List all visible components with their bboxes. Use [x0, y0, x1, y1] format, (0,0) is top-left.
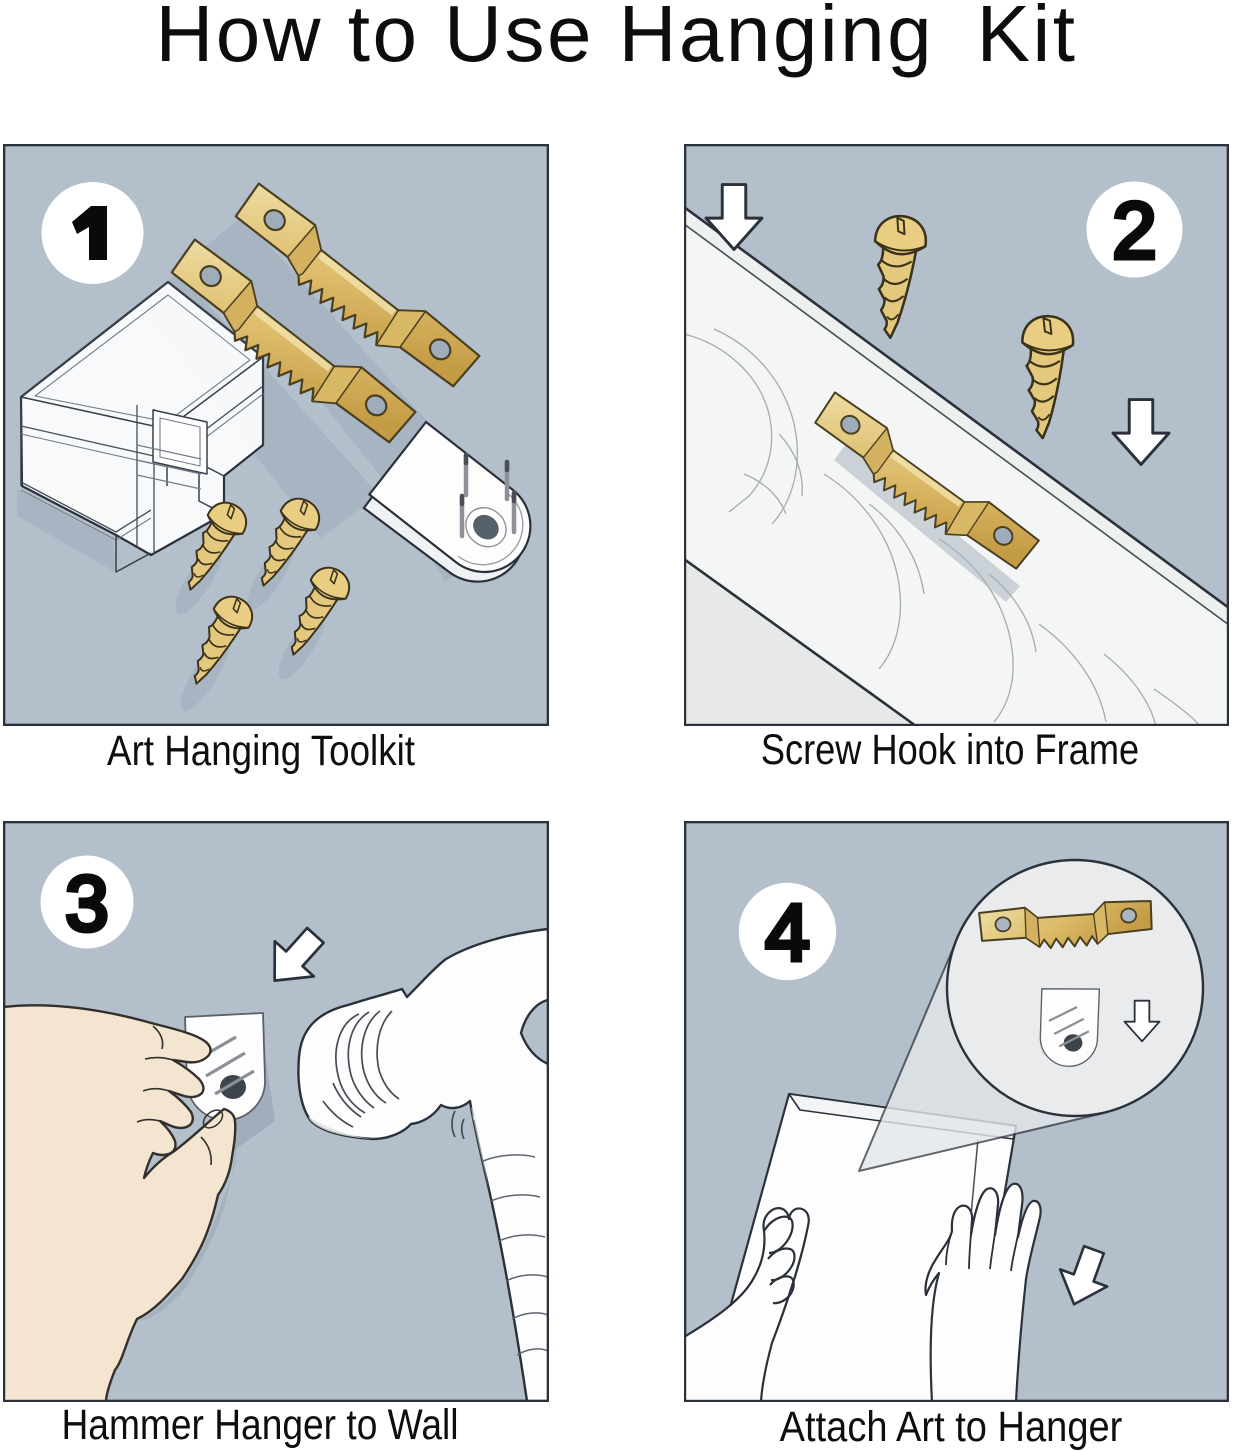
svg-text:4: 4 [765, 888, 810, 977]
svg-text:2: 2 [1112, 186, 1157, 275]
svg-text:3: 3 [65, 859, 108, 947]
